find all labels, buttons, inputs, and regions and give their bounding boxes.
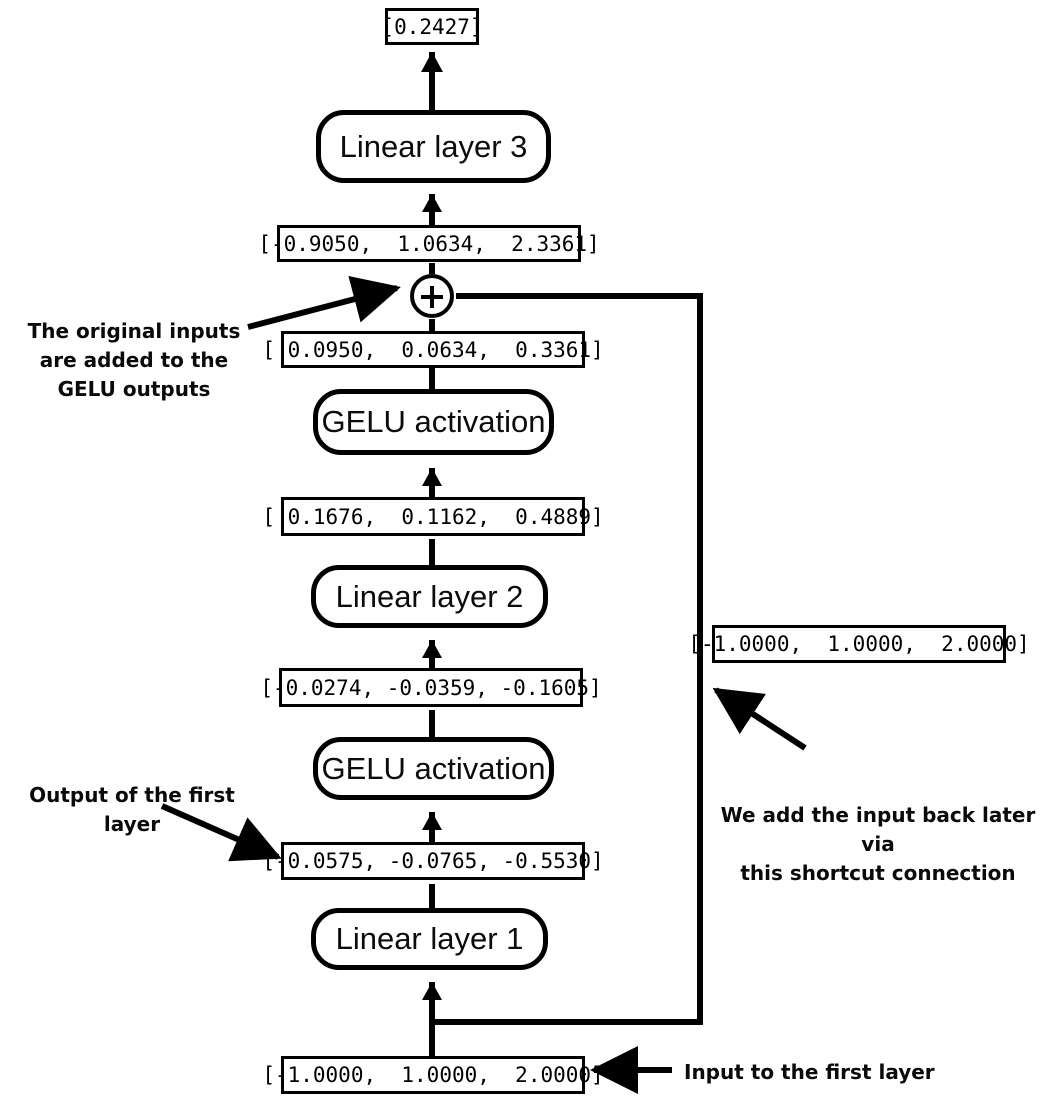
- node-linear-layer-2[interactable]: Linear layer 2: [311, 565, 548, 628]
- tensor-input: [-1.0000, 1.0000, 2.0000]: [262, 1056, 604, 1094]
- output-value-box: [0.2427]: [381, 8, 483, 45]
- tensor-after-linear-2-label: [ 0.1676, 0.1162, 0.4889]: [262, 504, 604, 529]
- addition-junction-node: [410, 274, 454, 318]
- node-linear-layer-1-label: Linear layer 1: [335, 921, 524, 956]
- annotation-input-first-layer-text: Input to the first layer: [684, 1060, 935, 1084]
- tensor-after-linear-1-label: [-0.0575, -0.0765, -0.5530]: [262, 849, 604, 873]
- plus-vertical-bar: [430, 286, 434, 308]
- tensor-shortcut-label: [-1.0000, 1.0000, 2.0000]: [688, 632, 1030, 656]
- annotation-shortcut-connection: We add the input back later via this sho…: [718, 772, 1038, 888]
- tensor-after-linear-2: [ 0.1676, 0.1162, 0.4889]: [262, 497, 604, 536]
- node-gelu-activation-1-label: GELU activation: [321, 750, 546, 786]
- annotation-original-inputs-added: The original inputs are added to the GEL…: [24, 288, 244, 404]
- tensor-after-add: [-0.9050, 1.0634, 2.3361]: [258, 225, 600, 262]
- node-linear-layer-3[interactable]: Linear layer 3: [316, 110, 551, 183]
- output-value-label: [0.2427]: [381, 14, 483, 39]
- annotation-output-first-layer-text: Output of the first layer: [29, 783, 235, 836]
- tensor-after-linear-1: [-0.0575, -0.0765, -0.5530]: [262, 842, 604, 880]
- annotation-input-first-layer: Input to the first layer: [684, 1058, 935, 1087]
- node-linear-layer-3-label: Linear layer 3: [339, 128, 528, 164]
- node-linear-layer-2-label: Linear layer 2: [335, 578, 524, 614]
- tensor-after-gelu-1-label: [-0.0274, -0.0359, -0.1605]: [260, 675, 602, 700]
- node-gelu-activation-2[interactable]: GELU activation: [313, 389, 554, 455]
- node-gelu-activation-2-label: GELU activation: [321, 404, 546, 439]
- tensor-after-gelu-2: [ 0.0950, 0.0634, 0.3361]: [262, 331, 604, 368]
- flow-arrows: [421, 52, 443, 1056]
- tensor-after-add-label: [-0.9050, 1.0634, 2.3361]: [258, 231, 600, 256]
- tensor-after-gelu-1: [-0.0274, -0.0359, -0.1605]: [260, 668, 602, 707]
- node-gelu-activation-1[interactable]: GELU activation: [313, 737, 554, 800]
- tensor-after-gelu-2-label: [ 0.0950, 0.0634, 0.3361]: [262, 337, 604, 362]
- annotation-shortcut-connection-text: We add the input back later via this sho…: [720, 803, 1036, 885]
- tensor-shortcut: [-1.0000, 1.0000, 2.0000]: [688, 625, 1030, 663]
- annotation-output-first-layer: Output of the first layer: [26, 752, 238, 839]
- node-linear-layer-1[interactable]: Linear layer 1: [311, 908, 548, 970]
- annotation-original-inputs-added-text: The original inputs are added to the GEL…: [27, 319, 241, 401]
- tensor-input-label: [-1.0000, 1.0000, 2.0000]: [262, 1063, 604, 1087]
